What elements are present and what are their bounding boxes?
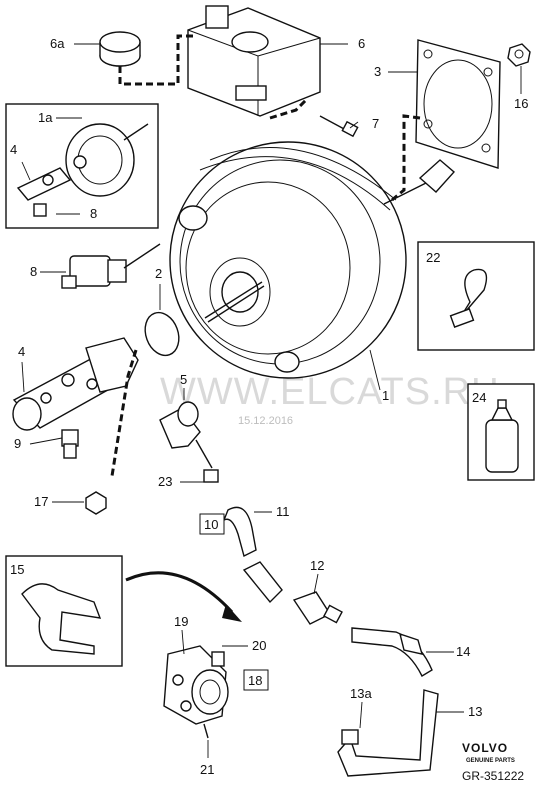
vacuum-pump: [163, 645, 229, 739]
callout-11: 11: [276, 504, 290, 519]
brand-logo: VOLVO: [462, 741, 508, 755]
nut-17: [85, 491, 107, 515]
reservoir-cap: [99, 31, 141, 67]
callout-10: 10: [204, 517, 218, 532]
vacuum-hose-13: [337, 689, 439, 777]
date-stamp: 15.12.2016: [238, 415, 293, 427]
callout-15: 15: [10, 562, 24, 577]
callout-13a: 13a: [350, 686, 372, 701]
level-sensor: [61, 429, 79, 459]
fluid-reservoir: [187, 5, 321, 117]
check-valve: [292, 591, 343, 625]
callout-1a: 1a: [38, 110, 53, 125]
nut: [507, 43, 531, 67]
gasket: [415, 39, 501, 169]
callout-13: 13: [468, 704, 482, 719]
hose-bracket: [21, 583, 102, 655]
callout-17: 17: [34, 494, 48, 509]
callout-20: 20: [252, 638, 266, 653]
callout-9: 9: [14, 436, 21, 451]
callout-4-inset: 4: [10, 142, 17, 157]
callout-6: 6: [358, 36, 365, 51]
callout-19: 19: [174, 614, 188, 629]
callout-8-inset: 8: [90, 206, 97, 221]
callout-16: 16: [514, 96, 528, 111]
brake-fluid-bottle: [485, 399, 519, 473]
hose-segment: [242, 561, 283, 604]
brand-subtitle: GENUINE PARTS: [466, 758, 515, 764]
o-ring: [144, 311, 180, 357]
callout-4: 4: [18, 344, 25, 359]
brake-booster: [169, 141, 456, 379]
callout-6a: 6a: [50, 36, 65, 51]
reference-number: GR-351222: [462, 769, 524, 783]
callout-1: 1: [382, 388, 389, 403]
inset-booster-assembly: [16, 123, 149, 217]
callout-23: 23: [158, 474, 172, 489]
callout-18: 18: [248, 673, 262, 688]
callout-3: 3: [374, 64, 381, 79]
vacuum-elbow: [159, 401, 213, 469]
callout-2: 2: [155, 266, 162, 281]
callout-12: 12: [310, 558, 324, 573]
callout-7: 7: [372, 116, 379, 131]
callout-8: 8: [30, 264, 37, 279]
callout-14: 14: [456, 644, 470, 659]
callout-24: 24: [472, 390, 486, 405]
callout-5: 5: [180, 372, 187, 387]
callout-22: 22: [426, 250, 440, 265]
cable-tie: [449, 268, 488, 328]
pressure-sensor: [61, 243, 161, 289]
vacuum-hose: [222, 506, 257, 558]
callout-21: 21: [200, 762, 214, 777]
master-cylinder: [12, 337, 139, 431]
hose-clamp: [203, 469, 219, 483]
watermark: WWW.ELCATS.RU: [160, 371, 500, 413]
